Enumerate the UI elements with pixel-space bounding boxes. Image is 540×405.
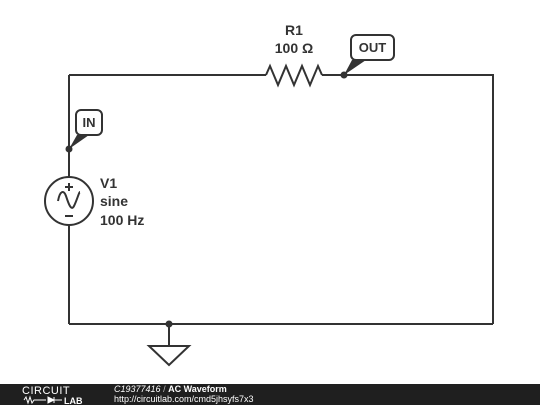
circuit-title: AC Waveform: [168, 384, 227, 394]
title-separator: /: [163, 384, 166, 394]
r1-name-label: R1: [285, 22, 303, 38]
v1-frequency-label: 100 Hz: [100, 212, 144, 228]
logo-resistor-icon: [23, 395, 46, 405]
ground-junction-dot: [165, 320, 173, 328]
top-right-wire: [322, 74, 494, 324]
logo-diode-icon: [47, 396, 56, 404]
out-net-flag[interactable]: OUT: [344, 34, 395, 75]
in-flag-label: IN: [83, 115, 96, 130]
logo-bottom-text: LAB: [64, 396, 83, 405]
circuit-id: C19377416: [114, 384, 161, 394]
out-flag-box: [350, 34, 395, 61]
schematic-canvas: R1 100 Ω V1 sine 100 Hz OUT IN: [44, 22, 494, 367]
out-flag-pointer: [344, 60, 366, 75]
in-net-flag[interactable]: IN: [69, 109, 103, 149]
sine-wave-icon: [57, 191, 81, 209]
out-flag-label: OUT: [359, 40, 387, 55]
wires: [68, 74, 494, 346]
footer-title-line: C19377416 / AC Waveform: [114, 384, 254, 395]
resistor-r1-symbol[interactable]: [265, 63, 323, 88]
circuit-url-link[interactable]: http://circuitlab.com/cmd5jhsyfs7x3: [114, 393, 254, 404]
in-flag-box: [75, 109, 103, 136]
in-flag-pointer: [69, 135, 89, 149]
logo-top-text: CIRCUIT: [22, 385, 70, 397]
footer-info: C19377416 / AC Waveform http://circuitla…: [114, 384, 254, 404]
voltage-source-v1[interactable]: [44, 176, 94, 226]
source-circle: [44, 176, 94, 226]
plus-sign-icon: [65, 183, 73, 191]
circuitlab-logo[interactable]: CIRCUIT LAB: [22, 384, 94, 405]
footer-bar: CIRCUIT LAB C19377416 / AC Waveform http…: [0, 384, 540, 405]
v1-type-label: sine: [100, 193, 128, 209]
r1-value-label: 100 Ω: [275, 40, 313, 56]
v1-name-label: V1: [100, 175, 117, 191]
ground-icon[interactable]: [146, 345, 192, 367]
